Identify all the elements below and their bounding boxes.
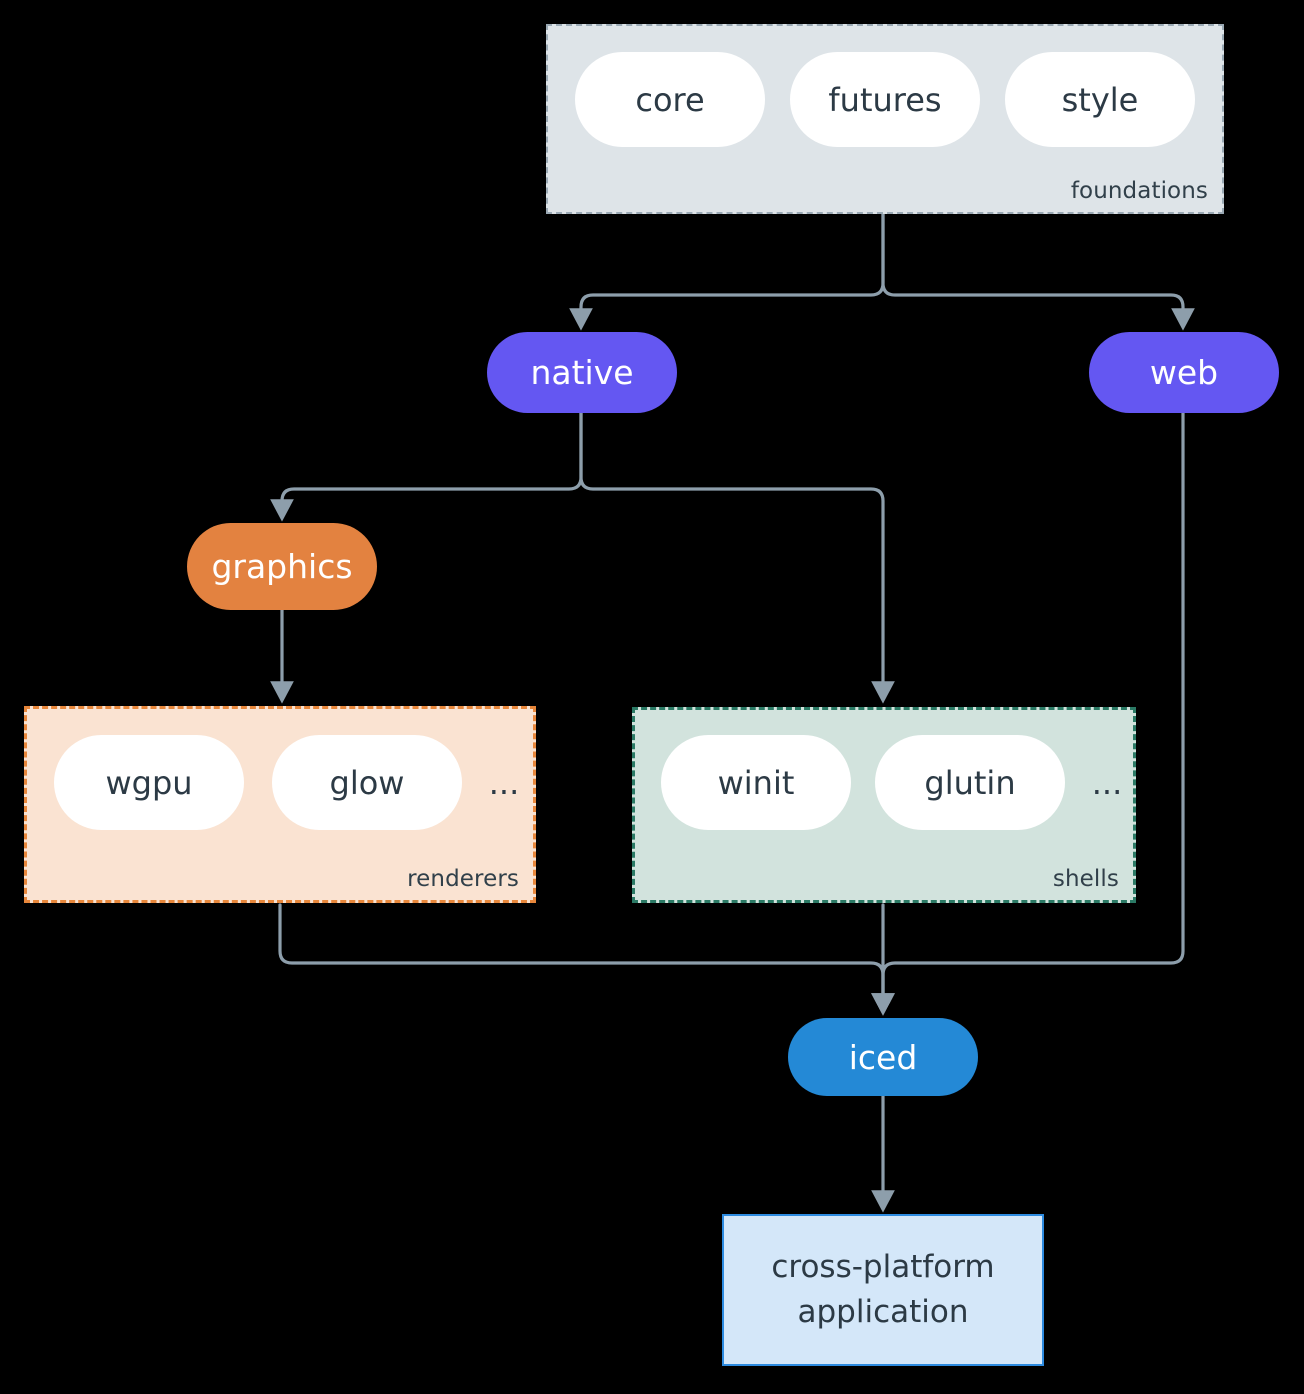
node-native[interactable]: native — [487, 332, 677, 413]
node-iced[interactable]: iced — [788, 1018, 978, 1096]
node-style-label: style — [1061, 80, 1139, 119]
node-glutin[interactable]: glutin — [875, 735, 1065, 830]
node-futures[interactable]: futures — [790, 52, 980, 147]
node-glow-label: glow — [329, 763, 405, 802]
cluster-foundations-label: foundations — [1070, 178, 1208, 204]
cluster-shells-label: shells — [1052, 866, 1119, 892]
cluster-shells: winit glutin ... shells — [632, 707, 1136, 903]
node-glutin-label: glutin — [924, 763, 1016, 802]
node-glow[interactable]: glow — [272, 735, 462, 830]
node-application-line1: cross-platform — [771, 1249, 995, 1286]
node-application[interactable]: cross-platform application — [722, 1214, 1044, 1366]
node-web[interactable]: web — [1089, 332, 1279, 413]
node-wgpu-label: wgpu — [105, 763, 193, 802]
edge-foundations-native — [569, 212, 885, 331]
node-native-label: native — [530, 353, 634, 392]
node-style[interactable]: style — [1005, 52, 1195, 147]
node-core-label: core — [635, 80, 705, 119]
node-core[interactable]: core — [575, 52, 765, 147]
node-graphics[interactable]: graphics — [187, 523, 377, 610]
cluster-foundations: core futures style foundations — [546, 24, 1224, 214]
node-winit-label: winit — [717, 763, 795, 802]
node-application-line2: application — [797, 1294, 969, 1330]
edge-renderers-iced — [278, 903, 895, 1016]
cluster-renderers: wgpu glow ... renderers — [24, 706, 536, 903]
renderers-more-ellipsis: ... — [488, 763, 520, 802]
node-iced-label: iced — [848, 1037, 918, 1077]
node-futures-label: futures — [828, 80, 942, 119]
edge-native-shells — [579, 410, 895, 704]
edge-native-graphics — [270, 410, 583, 522]
node-web-label: web — [1149, 353, 1219, 392]
node-winit[interactable]: winit — [661, 735, 851, 830]
node-graphics-label: graphics — [211, 547, 353, 586]
cluster-renderers-label: renderers — [407, 866, 519, 892]
node-wgpu[interactable]: wgpu — [54, 735, 244, 830]
edge-foundations-web — [881, 212, 1195, 331]
shells-more-ellipsis: ... — [1091, 763, 1123, 802]
